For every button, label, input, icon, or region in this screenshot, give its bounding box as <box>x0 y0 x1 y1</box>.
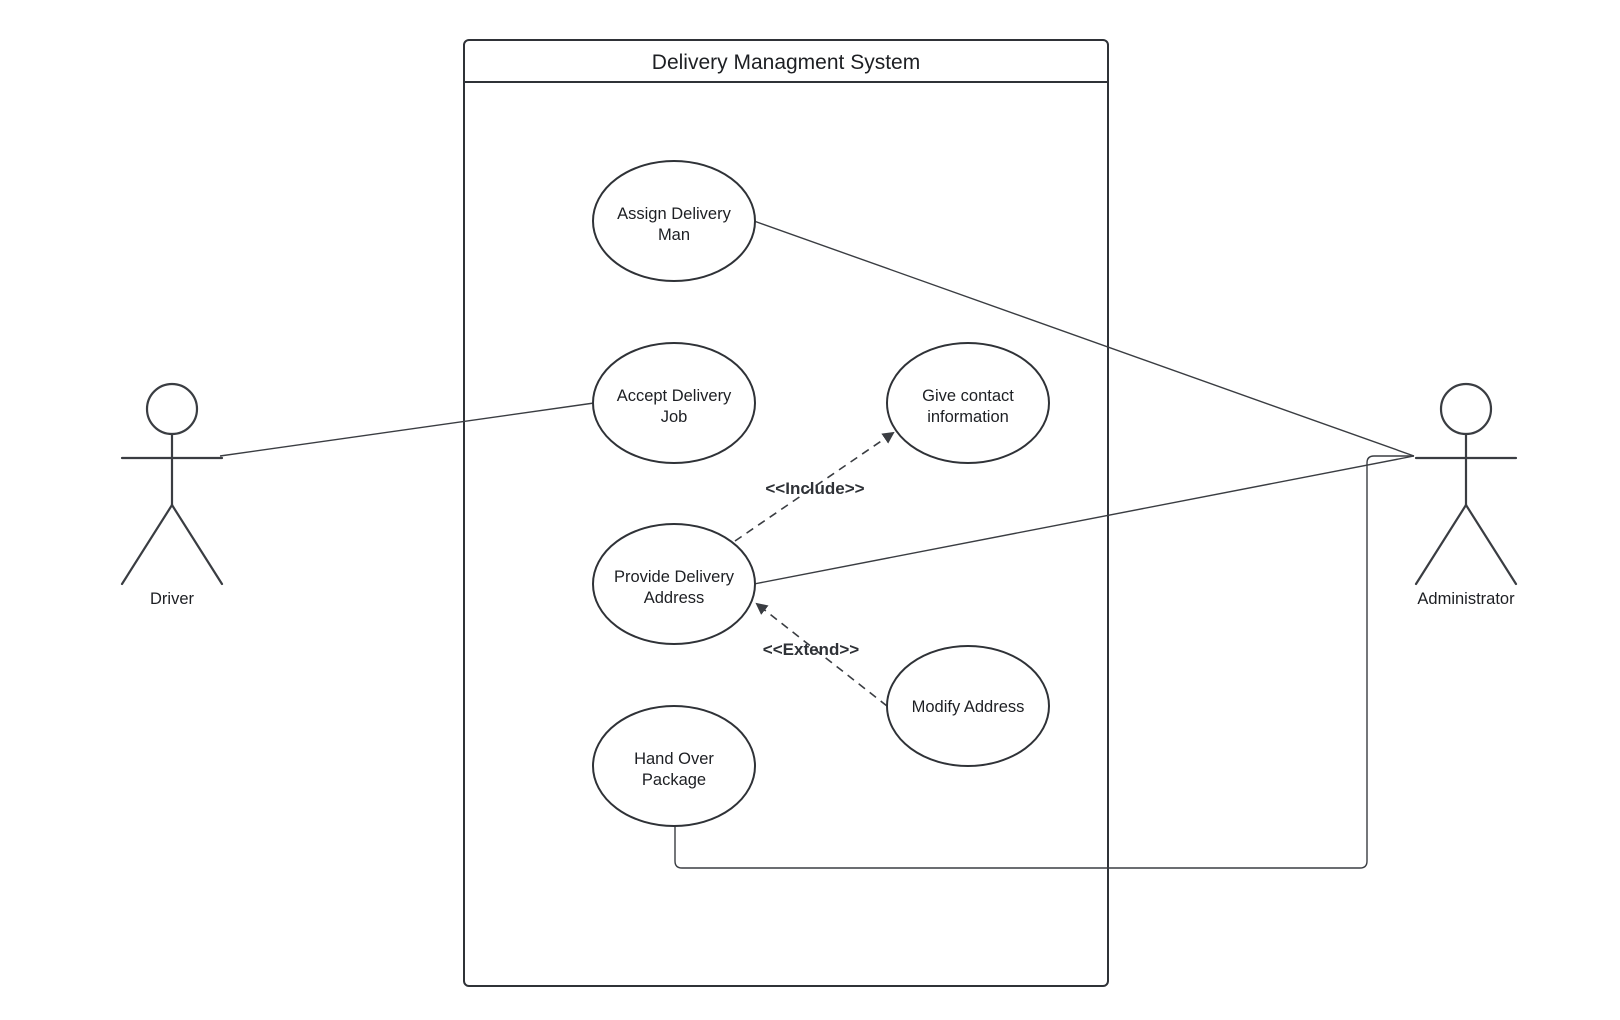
use-case-ellipse[interactable] <box>592 160 756 282</box>
use-case-label-line-1: Provide Delivery <box>614 568 735 586</box>
actor-administrator-label: Administrator <box>1417 590 1515 608</box>
association-admin-hand-over-package <box>674 455 1414 869</box>
use-case-ellipse[interactable] <box>592 705 756 827</box>
relations: <<Include>> <<Extend>> <box>734 431 895 707</box>
association-driver-accept-delivery-job <box>219 402 595 457</box>
use-case-label-line-1: Assign Delivery <box>617 205 731 223</box>
use-case-label-line-1: Accept Delivery <box>617 387 732 405</box>
associations <box>219 220 1415 869</box>
association-admin-provide-delivery-address <box>753 455 1415 585</box>
actor-driver-label: Driver <box>150 590 195 608</box>
use-case-label-line-2: Job <box>661 408 688 426</box>
actor-administrator[interactable]: Administrator <box>1414 382 1518 608</box>
use-case-label-line-2: Package <box>642 771 706 789</box>
actor-right-leg <box>170 503 224 586</box>
use-case-hand-over-package[interactable]: Hand Over Package <box>592 705 756 827</box>
actor-head <box>1439 382 1493 436</box>
use-case-label-line-2: Man <box>658 226 690 244</box>
use-case-ellipse[interactable] <box>886 645 1050 767</box>
extend-label: <<Extend>> <box>763 640 859 659</box>
actor-head <box>145 382 199 436</box>
use-case-ellipse[interactable] <box>886 342 1050 464</box>
use-case-provide-delivery-address[interactable]: Provide Delivery Address <box>592 523 756 645</box>
use-case-assign-delivery-man[interactable]: Assign Delivery Man <box>592 160 756 282</box>
include-label: <<Include>> <box>765 479 864 498</box>
use-case-label-line-2: information <box>927 408 1009 426</box>
use-case-give-contact-information[interactable]: Give contact information <box>886 342 1050 464</box>
association-admin-assign-delivery-man <box>753 220 1415 457</box>
actor-driver[interactable]: Driver <box>120 382 224 608</box>
use-case-ellipse[interactable] <box>592 342 756 464</box>
actor-left-leg <box>1414 503 1468 586</box>
use-case-accept-delivery-job[interactable]: Accept Delivery Job <box>592 342 756 464</box>
include-arrow <box>734 431 895 542</box>
actor-right-leg <box>1464 503 1518 586</box>
use-case-label-line-2: Address <box>644 589 705 607</box>
use-case-label-line-1: Modify Address <box>912 698 1025 716</box>
system-boundary-box <box>463 39 1109 987</box>
system-boundary: Delivery Managment System <box>463 39 1109 987</box>
use-case-ellipse[interactable] <box>592 523 756 645</box>
use-case-label-line-1: Give contact <box>922 387 1014 405</box>
actor-left-leg <box>120 503 174 586</box>
use-case-label-line-1: Hand Over <box>634 750 714 768</box>
system-title: Delivery Managment System <box>652 51 920 74</box>
use-case-modify-address[interactable]: Modify Address <box>886 645 1050 767</box>
